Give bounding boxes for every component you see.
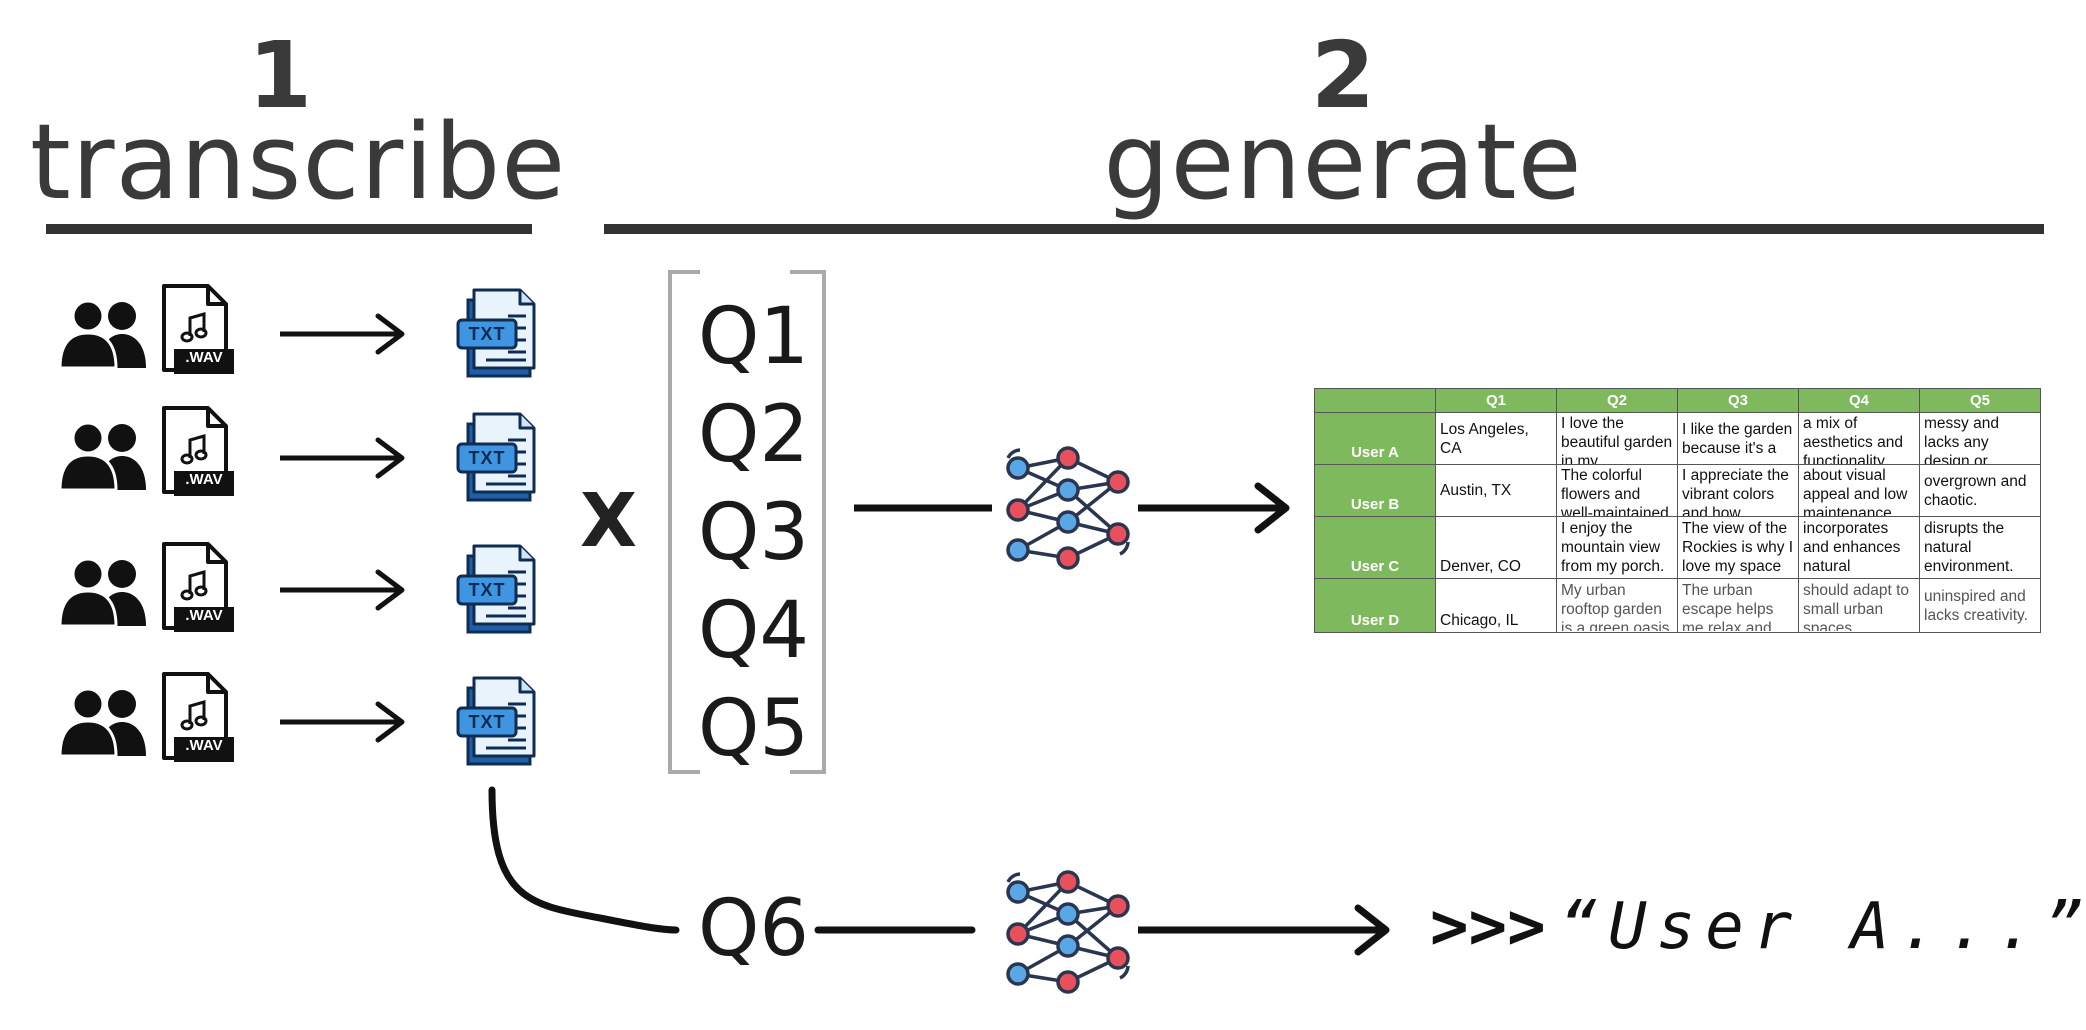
- table-cell: I love the beautiful garden in my: [1556, 412, 1678, 465]
- table-header-cell: Q1: [1435, 388, 1557, 413]
- cell-text: I love the beautiful garden in my: [1561, 414, 1673, 464]
- table-row: User C Denver, CO I enjoy the mountain v…: [1314, 516, 2041, 579]
- question-q4: Q4: [698, 586, 810, 676]
- table-cell: Los Angeles, CA: [1435, 412, 1557, 465]
- cell-text: The urban escape helps me relax and: [1682, 581, 1774, 631]
- users-icon: [58, 421, 148, 492]
- wav-badge: .WAV: [185, 607, 223, 624]
- table-cell: The view of the Rockies is why I love my…: [1677, 516, 1799, 579]
- cell-text: My urban rooftop garden is a green oasis: [1561, 581, 1670, 631]
- table-cell: I like the garden because it's a: [1677, 412, 1799, 465]
- table-cell: disrupts the natural environment.: [1919, 516, 2041, 579]
- output-table: Q1 Q2 Q3 Q4 Q5 User A Los Angeles, CA I …: [1314, 388, 2041, 633]
- table-header-cell: Q4: [1798, 388, 1920, 413]
- table-cell: messy and lacks any design or: [1919, 412, 2041, 465]
- table-cell: I enjoy the mountain view from my porch.: [1556, 516, 1678, 579]
- table-cell: overgrown and chaotic.: [1919, 464, 2041, 517]
- table-cell: Austin, TX: [1435, 464, 1557, 517]
- cell-text: I like the garden because it's a: [1682, 420, 1793, 457]
- table-cell: incorporates and enhances natural: [1798, 516, 1920, 579]
- table-cell: should adapt to small urban spaces: [1798, 578, 1920, 633]
- cell-text: The colorful flowers and well-maintained: [1561, 466, 1669, 516]
- step-1-title: transcribe: [30, 101, 567, 223]
- txt-badge: TXT: [468, 712, 506, 732]
- table-cell: uninspired and lacks creativity.: [1919, 578, 2041, 633]
- wav-badge: .WAV: [185, 471, 223, 488]
- table-header-cell: Q2: [1556, 388, 1678, 413]
- neural-network-icon: [1006, 870, 1130, 994]
- cell-text: about visual appeal and low maintenance: [1803, 466, 1908, 516]
- question-q3: Q3: [698, 488, 810, 578]
- table-cell: a mix of aesthetics and functionality: [1798, 412, 1920, 465]
- txt-badge: TXT: [468, 580, 506, 600]
- cell-text: Denver, CO: [1440, 558, 1521, 575]
- cell-text: disrupts the natural environment.: [1924, 520, 2014, 575]
- table-row: User A Los Angeles, CA I love the beauti…: [1314, 412, 2041, 465]
- table-cell: My urban rooftop garden is a green oasis: [1556, 578, 1678, 633]
- table-cell: I appreciate the vibrant colors and how: [1677, 464, 1799, 517]
- table-cell: The urban escape helps me relax and: [1677, 578, 1799, 633]
- multiply-symbol: X: [580, 478, 638, 564]
- cell-text: a mix of aesthetics and functionality: [1803, 414, 1903, 464]
- table-cell: Denver, CO: [1435, 516, 1557, 579]
- wav-badge: .WAV: [185, 349, 223, 366]
- row-label: User D: [1314, 578, 1436, 633]
- output-prompt: >>>: [1430, 890, 1546, 964]
- cell-text: Chicago, IL: [1440, 612, 1519, 629]
- cell-text: messy and lacks any design or: [1924, 414, 1999, 464]
- curve-connector: [488, 786, 680, 934]
- txt-badge: TXT: [468, 448, 506, 468]
- table-cell: about visual appeal and low maintenance: [1798, 464, 1920, 517]
- row-label: User C: [1314, 516, 1436, 579]
- table-cell: The colorful flowers and well-maintained: [1556, 464, 1678, 517]
- cell-text: overgrown and chaotic.: [1924, 472, 2027, 509]
- step-2-rule: [604, 224, 2044, 234]
- wav-badge: .WAV: [185, 737, 223, 754]
- question-q1: Q1: [698, 292, 810, 382]
- output-quote: “User A...”: [1559, 890, 2086, 964]
- cell-text: Los Angeles, CA: [1440, 420, 1529, 457]
- txt-badge: TXT: [468, 324, 506, 344]
- row-label: User A: [1314, 412, 1436, 465]
- users-icon: [58, 557, 148, 628]
- table-header-cell: Q5: [1919, 388, 2041, 413]
- users-icon: [58, 687, 148, 758]
- cell-text: The view of the Rockies is why I love my…: [1682, 520, 1794, 575]
- neural-network-icon: [1006, 446, 1130, 570]
- step-2-title: generate: [1103, 101, 1583, 223]
- cell-text: Austin, TX: [1440, 482, 1512, 499]
- table-row: User B Austin, TX The colorful flowers a…: [1314, 464, 2041, 517]
- table-header-cell: [1314, 388, 1436, 413]
- question-q6: Q6: [698, 884, 810, 974]
- cell-text: uninspired and lacks creativity.: [1924, 587, 2028, 624]
- question-q5: Q5: [698, 684, 810, 774]
- row-label: User B: [1314, 464, 1436, 517]
- question-bracket-right: [790, 270, 826, 774]
- cell-text: I enjoy the mountain view from my porch.: [1561, 520, 1665, 575]
- users-icon: [58, 299, 148, 370]
- table-cell: Chicago, IL: [1435, 578, 1557, 633]
- table-row: User D Chicago, IL My urban rooftop gard…: [1314, 578, 2041, 633]
- step-1-number: 1: [247, 22, 312, 129]
- question-q2: Q2: [698, 390, 810, 480]
- cell-text: incorporates and enhances natural: [1803, 520, 1901, 575]
- step-1-rule: [46, 224, 532, 234]
- table-header-row: Q1 Q2 Q3 Q4 Q5: [1314, 388, 2041, 413]
- generated-output: >>>“User A...”: [1430, 895, 2086, 959]
- table-header-cell: Q3: [1677, 388, 1799, 413]
- cell-text: should adapt to small urban spaces: [1803, 581, 1910, 631]
- step-2-number: 2: [1310, 22, 1375, 129]
- cell-text: I appreciate the vibrant colors and how: [1682, 466, 1789, 516]
- question-bracket-left: [668, 270, 700, 774]
